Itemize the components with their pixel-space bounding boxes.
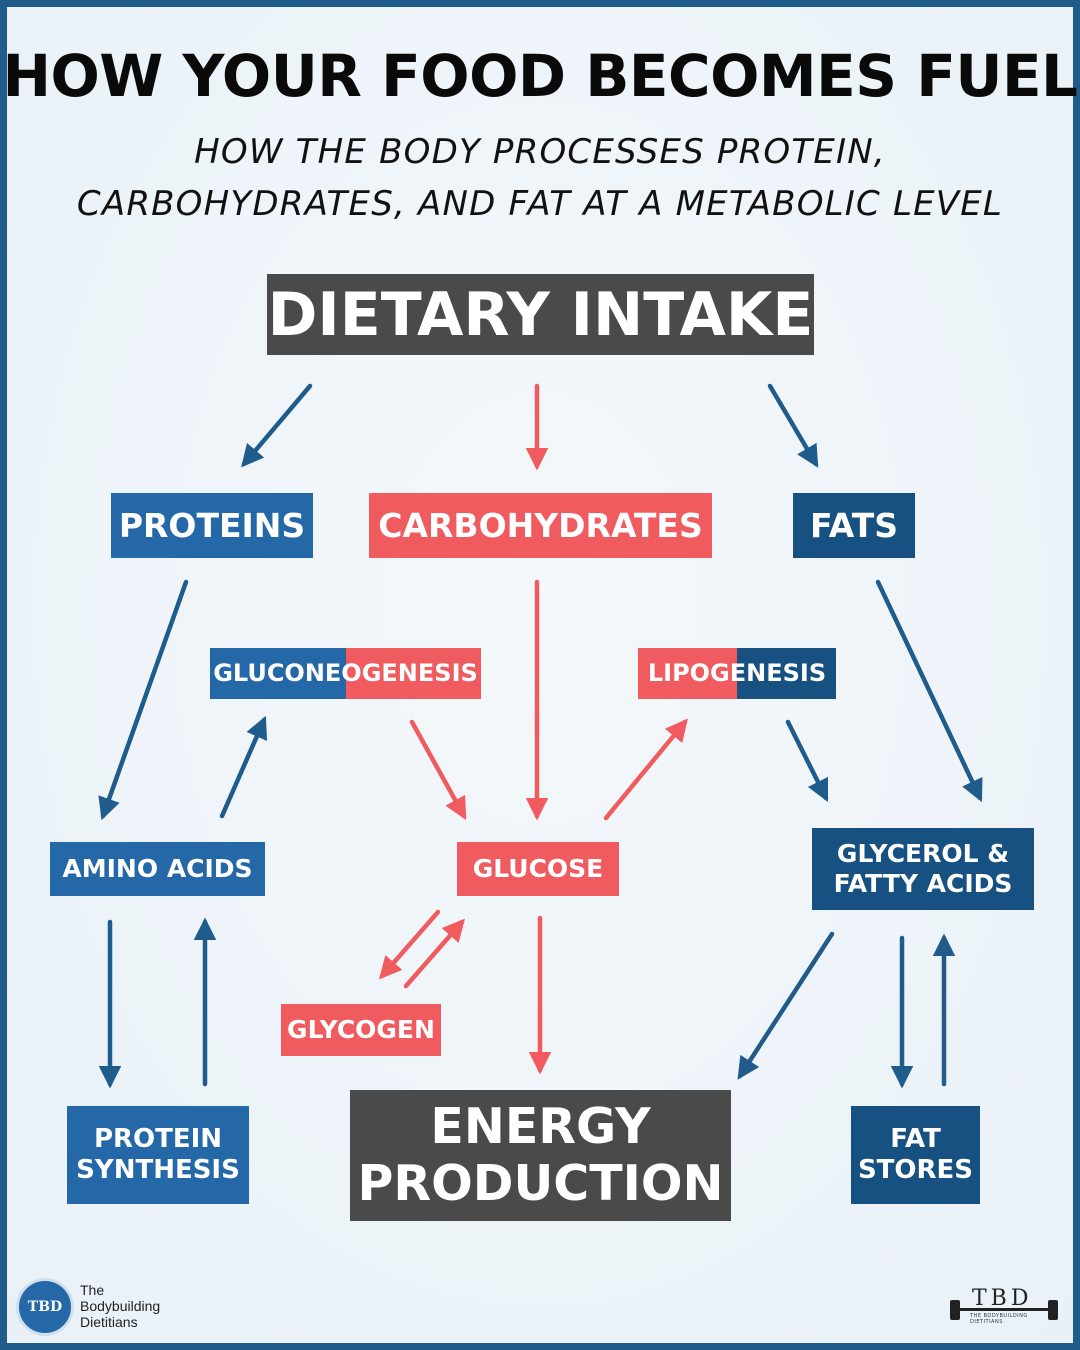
barbell-weight-right-icon <box>1048 1300 1058 1320</box>
node-glycogen-label: GLYCOGEN <box>287 1015 435 1044</box>
page-title: HOW YOUR FOOD BECOMES FUEL <box>2 42 1078 110</box>
node-glycogen: GLYCOGEN <box>281 1004 441 1056</box>
node-energy-line2: PRODUCTION <box>357 1154 724 1212</box>
node-protein-synthesis-line2: SYNTHESIS <box>76 1155 240 1185</box>
arrow-amino-acids-to-gluconeogenesis <box>219 715 268 819</box>
brand-name-line2: Bodybuilding <box>80 1298 161 1314</box>
brand-name-line1: The <box>80 1282 105 1298</box>
node-glucose-label: GLUCOSE <box>472 854 604 883</box>
barbell-bar-icon <box>950 1308 1058 1311</box>
node-gluconeogenesis-label: GLUCONEOGENESIS <box>213 659 478 688</box>
node-proteins-label: PROTEINS <box>118 505 306 545</box>
arrow-lipogenesis-to-glycerol <box>785 719 829 803</box>
node-amino-acids: AMINO ACIDS <box>50 842 265 896</box>
brand-name: The Bodybuilding Dietitians <box>80 1282 160 1330</box>
arrow-intake-to-fats <box>767 383 819 468</box>
node-energy-line1: ENERGY <box>430 1098 651 1156</box>
node-lipogenesis: LIPOGENESIS <box>638 648 836 699</box>
node-fats: FATS <box>793 493 915 558</box>
brand-logo-left: TBD <box>16 1278 74 1336</box>
node-fats-label: FATS <box>809 505 898 545</box>
node-glycerol-label-line1: GLYCEROL & <box>836 839 1010 868</box>
arrow-fats-to-glycerol <box>875 579 983 803</box>
node-lipogenesis-label: LIPOGENESIS <box>647 659 827 688</box>
arrow-gluconeogenesis-to-glucose <box>409 719 467 820</box>
arrow-glycogen-to-glucose <box>403 918 465 989</box>
node-glycerol-fatty-acids: GLYCEROL & FATTY ACIDS <box>812 828 1034 910</box>
arrow-glucose-to-lipogenesis <box>603 718 688 821</box>
node-fat-stores-line2: STORES <box>857 1155 974 1185</box>
node-proteins: PROTEINS <box>111 493 313 558</box>
node-amino-acids-label: AMINO ACIDS <box>62 854 253 883</box>
node-protein-synthesis-line1: PROTEIN <box>93 1123 223 1154</box>
node-dietary-intake-label: DIETARY INTAKE <box>267 279 814 350</box>
node-carbohydrates-label: CARBOHYDRATES <box>378 505 703 545</box>
node-fat-stores-line1: FAT <box>890 1123 941 1154</box>
node-energy-production: ENERGY PRODUCTION <box>350 1090 731 1221</box>
brand-logo-right: TBD THE BODYBUILDING DIETITIANS <box>950 1286 1062 1328</box>
node-fat-stores: FAT STORES <box>851 1106 980 1204</box>
node-glucose: GLUCOSE <box>457 842 619 896</box>
arrow-glucose-to-glycogen <box>379 909 441 980</box>
subtitle-line-2: CARBOHYDRATES, AND FAT AT A METABOLIC LE… <box>76 184 1004 224</box>
subtitle-line-1: HOW THE BODY PROCESSES PROTEIN, <box>194 132 886 172</box>
node-carbohydrates: CARBOHYDRATES <box>369 493 712 558</box>
node-gluconeogenesis: GLUCONEOGENESIS <box>210 648 481 699</box>
arrow-intake-to-proteins <box>241 383 313 468</box>
arrow-proteins-to-amino-acids <box>98 579 189 821</box>
brand-name-line3: Dietitians <box>80 1314 138 1330</box>
node-dietary-intake: DIETARY INTAKE <box>267 274 814 355</box>
brand-logo-right-small: THE BODYBUILDING DIETITIANS <box>970 1313 1028 1325</box>
arrow-glycerol-to-energy <box>737 931 835 1080</box>
node-glycerol-label-line2: FATTY ACIDS <box>833 869 1013 898</box>
brand-logo-left-text: TBD <box>27 1299 63 1315</box>
brand-logo-right-text: TBD <box>972 1286 1033 1311</box>
node-protein-synthesis: PROTEIN SYNTHESIS <box>67 1106 249 1204</box>
